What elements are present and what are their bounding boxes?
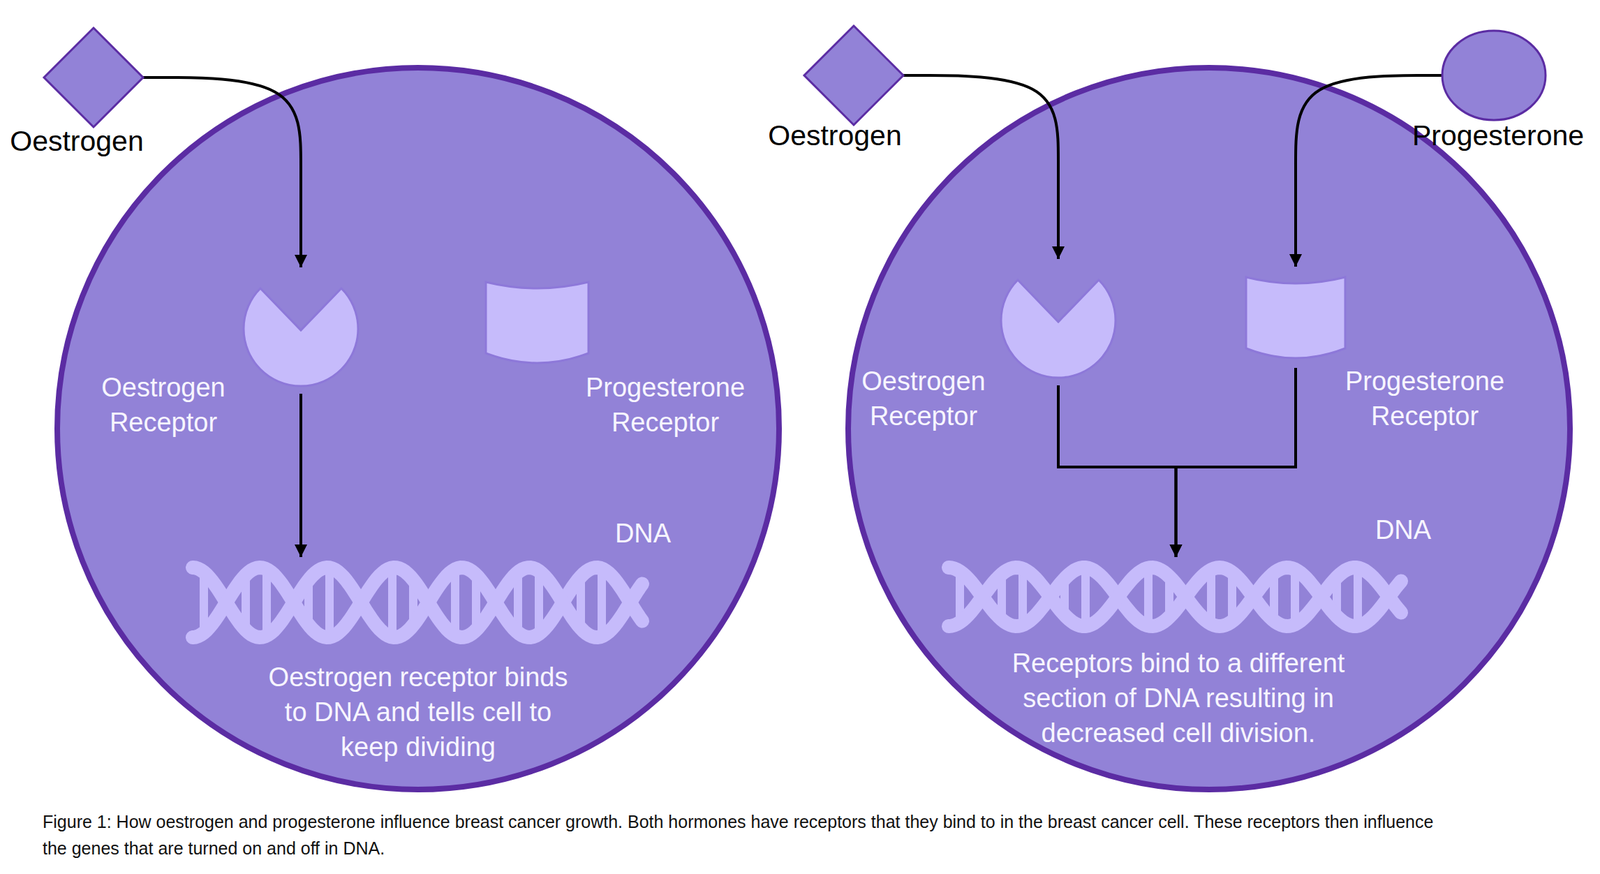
hormone-diamond-shape	[42, 26, 145, 129]
base-pair-rung	[388, 571, 397, 633]
connector-arrow	[299, 393, 303, 558]
shape-label: DNA	[615, 516, 671, 551]
description-text: Oestrogen receptor binds to DNA and tell…	[261, 659, 576, 765]
progesterone-receptor: Progesterone Receptor	[1244, 268, 1347, 363]
circle-outline	[1442, 30, 1546, 121]
shape-label: Progesterone Receptor	[1345, 363, 1505, 434]
progesterone-receptor-shape	[484, 273, 590, 368]
receptor-outline	[485, 282, 589, 364]
base-pair-rung	[1290, 573, 1300, 621]
base-pair-rung	[1353, 571, 1362, 622]
connector-arrow	[903, 75, 1059, 259]
dna-helix: DNAOestrogen receptor binds to DNA and t…	[182, 559, 655, 646]
hormone-circle-shape	[1440, 29, 1547, 122]
hormone-circle: Progesterone	[1440, 29, 1547, 122]
diamond-outline	[804, 25, 904, 125]
shape-label: Oestrogen Receptor	[101, 369, 225, 440]
diamond-outline	[43, 27, 144, 128]
dna-helix-shape	[938, 559, 1413, 635]
receptor-outline	[1246, 277, 1346, 359]
connector-arrow	[1058, 385, 1177, 558]
shape-label: Oestrogen	[767, 118, 902, 153]
receptor-outline	[243, 288, 359, 387]
base-pair-rung	[262, 573, 271, 632]
shape-label: Progesterone Receptor	[585, 369, 745, 440]
dna-strand	[948, 567, 1402, 627]
base-pair-rung	[1144, 572, 1153, 622]
shape-label: Oestrogen	[9, 124, 144, 158]
base-pair-rung	[450, 573, 460, 632]
shape-label: Oestrogen Receptor	[861, 363, 985, 434]
connector-arrow	[1295, 75, 1443, 267]
hormone-diamond: Oestrogen	[42, 26, 145, 129]
progesterone-receptor: Progesterone Receptor	[484, 273, 590, 368]
oestrogen-receptor-shape	[241, 269, 361, 389]
base-pair-rung	[1018, 573, 1027, 621]
base-pair-rung	[1206, 573, 1216, 620]
oestrogen-receptor: Oestrogen Receptor	[998, 261, 1118, 380]
description-text: Receptors bind to a different section of…	[982, 645, 1374, 751]
progesterone-receptor-shape	[1244, 268, 1347, 363]
base-pair-rung	[1081, 571, 1090, 622]
figure-caption: Figure 1: How oestrogen and progesterone…	[42, 808, 1439, 862]
base-pair-rung	[325, 571, 334, 633]
breast-cancer-cell	[848, 67, 1570, 790]
dna-helix: DNAReceptors bind to a different section…	[938, 559, 1413, 635]
hormone-diamond: Oestrogen	[802, 24, 905, 127]
dna-strand	[192, 567, 643, 638]
breast-cancer-cell	[57, 67, 780, 790]
receptor-outline	[1001, 279, 1116, 378]
connector-arrow	[143, 77, 301, 268]
oestrogen-receptor: Oestrogen Receptor	[241, 269, 361, 389]
dna-strand	[192, 567, 643, 638]
oestrogen-receptor-shape	[998, 261, 1118, 380]
hormone-diamond-shape	[802, 24, 905, 127]
connector-arrow	[1176, 367, 1297, 558]
dna-strand	[948, 567, 1402, 627]
base-pair-rung	[597, 572, 606, 632]
shape-label: Progesterone	[1412, 118, 1584, 153]
shape-label: DNA	[1375, 513, 1432, 547]
dna-helix-shape	[182, 559, 655, 646]
